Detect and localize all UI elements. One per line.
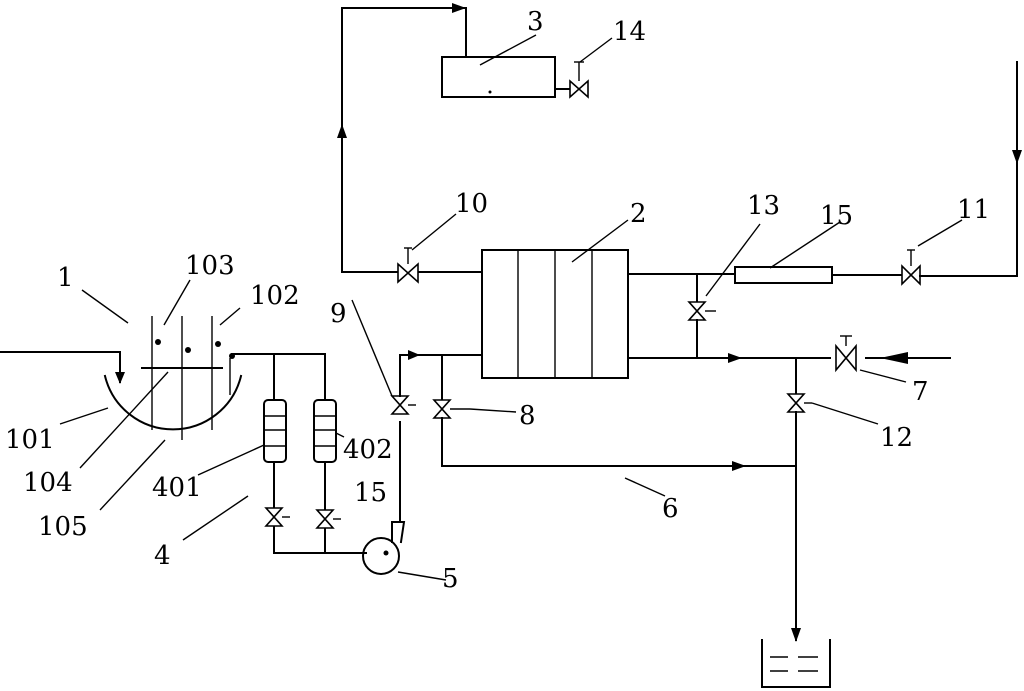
- storage-tank: [441, 56, 556, 98]
- label-105: 105: [38, 512, 88, 542]
- label-2: 2: [630, 199, 647, 229]
- label-15-filter-valve: 15: [354, 478, 387, 508]
- label-402: 402: [343, 435, 393, 465]
- label-9: 9: [330, 299, 347, 329]
- valve-9[interactable]: [390, 395, 416, 415]
- label-5: 5: [442, 564, 459, 594]
- label-8: 8: [519, 401, 536, 431]
- label-103: 103: [185, 251, 235, 281]
- label-101: 101: [5, 425, 55, 455]
- pump: [362, 421, 406, 575]
- label-15-flow-meter: 15: [820, 201, 853, 231]
- label-6: 6: [662, 494, 679, 524]
- filter-valve-right[interactable]: [315, 509, 341, 529]
- label-10: 10: [455, 189, 488, 219]
- filter-assembly: [263, 353, 367, 554]
- label-14: 14: [613, 17, 646, 47]
- label-7: 7: [912, 377, 929, 407]
- label-12: 12: [880, 423, 913, 453]
- valve-14[interactable]: [569, 61, 589, 99]
- label-102: 102: [250, 281, 300, 311]
- reactor-vessel: [0, 316, 326, 440]
- label-401: 401: [152, 473, 202, 503]
- label-4: 4: [154, 541, 171, 571]
- valve-8[interactable]: [432, 399, 470, 419]
- leader-lines: [59, 34, 963, 581]
- filter-valve-left[interactable]: [264, 507, 290, 527]
- valve-7[interactable]: [835, 335, 857, 373]
- label-1: 1: [57, 263, 74, 293]
- collection-beaker: [761, 639, 831, 688]
- valve-10[interactable]: [397, 247, 419, 284]
- valve-13[interactable]: [687, 301, 716, 321]
- flow-meter: [734, 266, 833, 284]
- label-104: 104: [23, 468, 73, 498]
- label-3: 3: [527, 7, 544, 37]
- label-11: 11: [957, 195, 990, 225]
- valve-11[interactable]: [901, 249, 921, 286]
- membrane-module: [481, 249, 629, 379]
- label-13: 13: [747, 191, 780, 221]
- valve-12[interactable]: [786, 393, 812, 413]
